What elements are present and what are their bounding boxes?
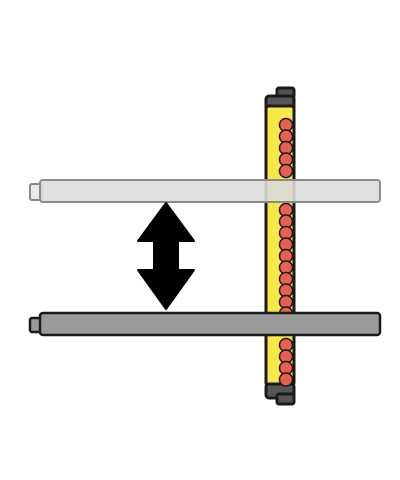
beam-led: [278, 163, 294, 179]
top-rail: [29, 179, 381, 203]
top-rail-bar: [39, 179, 381, 203]
beam-led-group: [278, 117, 294, 387]
light-curtain-icon: [264, 86, 296, 406]
double-arrow-vertical-icon: [137, 202, 195, 310]
beam-led: [278, 372, 294, 387]
travel-arrow: [137, 202, 195, 310]
bottom-rail-bar: [38, 311, 382, 337]
bottom-rail: [28, 311, 382, 337]
light-curtain-bottom-cap: [275, 392, 296, 406]
